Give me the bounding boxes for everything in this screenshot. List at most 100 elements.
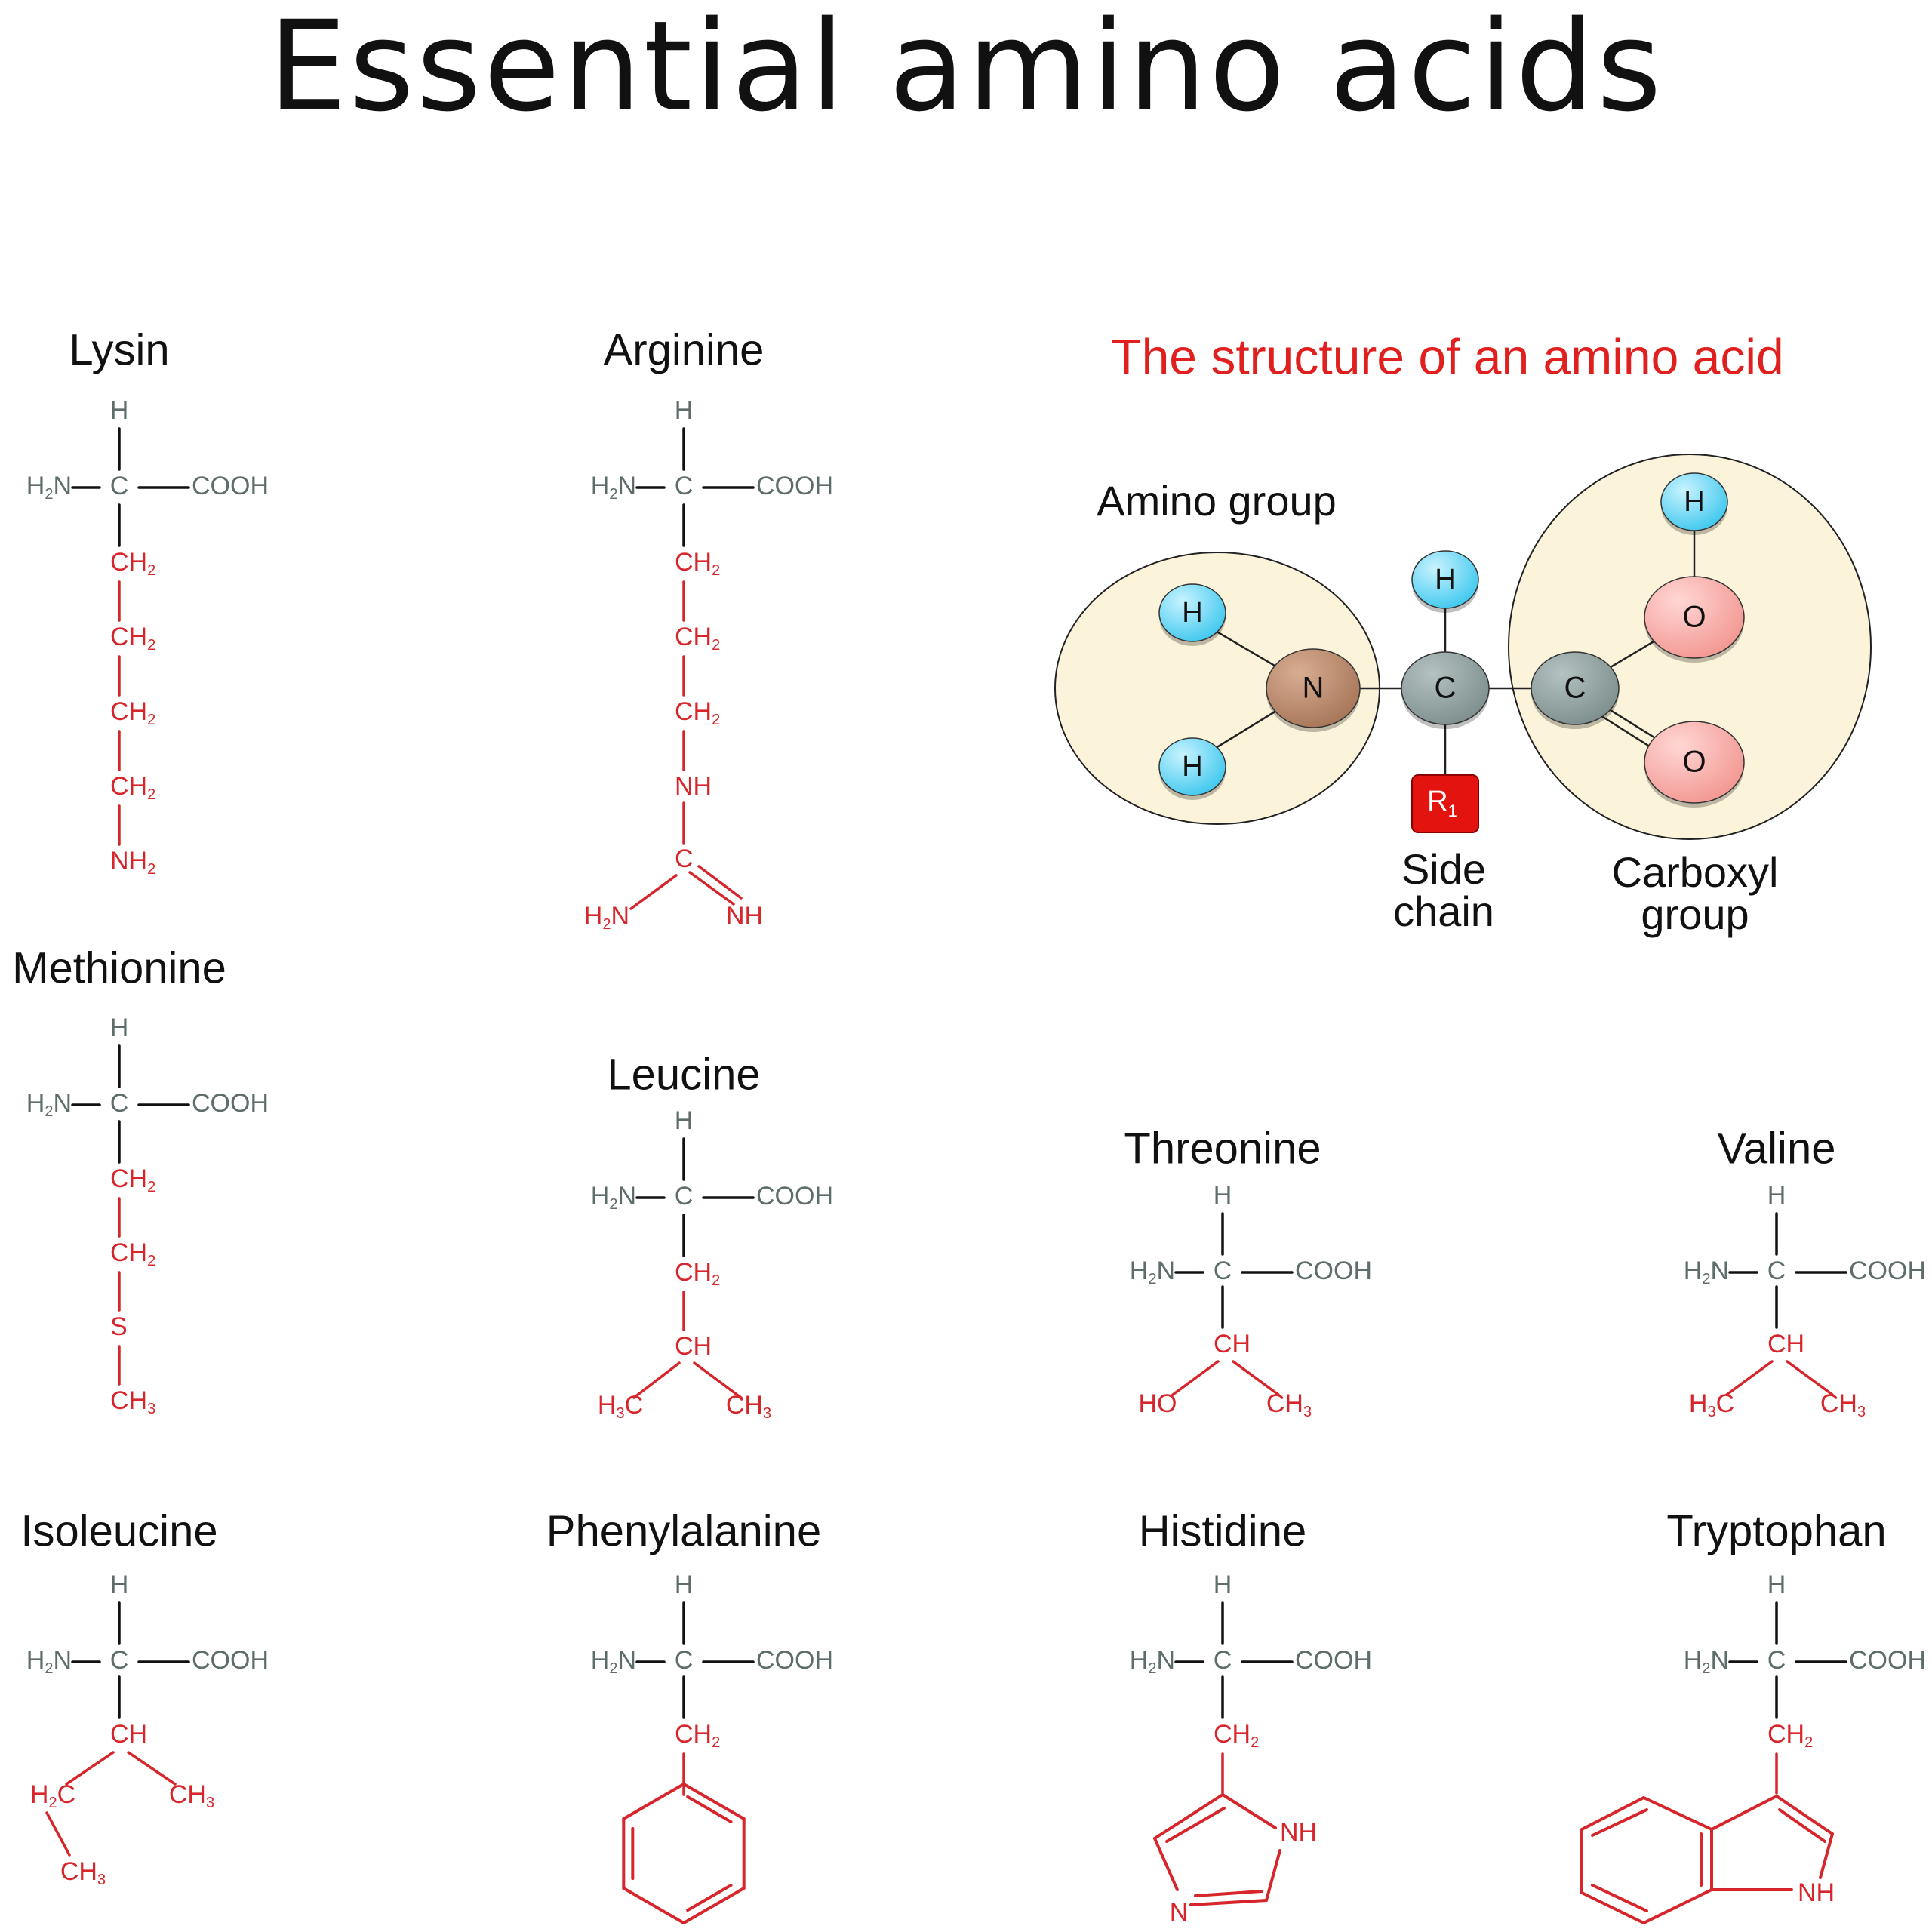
side-chain-label: CH3 [60, 1857, 106, 1888]
hydrogen-atom-label: H [1435, 564, 1455, 595]
amino-label: H2N [1684, 1646, 1729, 1677]
hydrogen-label: H [110, 396, 129, 425]
hydrogen-label: H [1214, 1181, 1232, 1210]
bond-line [629, 874, 678, 910]
hydrogen-atom-label: H [1182, 751, 1202, 783]
side-chain-label: CH2 [1767, 1720, 1813, 1751]
alpha-carbon-label: C [110, 472, 129, 500]
oxygen-atom-label: O [1682, 746, 1706, 779]
bond-line [1171, 1360, 1220, 1396]
page-title: Essential amino acids [268, 0, 1664, 139]
carboxyl-group-caption: group [1641, 891, 1749, 938]
bond-line [693, 1361, 743, 1399]
alpha-carbon-atom [1401, 651, 1490, 725]
carboxyl-carbon-atom [1531, 651, 1620, 725]
bond-line [1265, 1849, 1281, 1902]
side-chain-label: N [1170, 1898, 1189, 1927]
oxygen-atom-label: O [1682, 601, 1706, 634]
side-chain-label: CH2 [110, 1238, 155, 1269]
nitrogen-atom-label: N [1303, 672, 1324, 705]
amino-acid-name: Threonine [1124, 1124, 1321, 1173]
bond-line [682, 1887, 746, 1924]
alpha-carbon-label: C [1767, 1257, 1786, 1285]
side-chain-label: CH2 [110, 1164, 155, 1195]
alpha-carbon-label: C [1214, 1646, 1232, 1675]
hydrogen-atom-label: H [1182, 597, 1202, 629]
r-group-label: R1 [1427, 786, 1457, 820]
side-chain-label: CH [110, 1720, 147, 1749]
alpha-carbon-label: C [1767, 1646, 1786, 1675]
carboxyl-label: COOH [192, 1089, 269, 1118]
amino-acid-name: Valine [1718, 1124, 1836, 1173]
bond-line [1165, 1807, 1226, 1843]
hydrogen-atom [1660, 472, 1728, 531]
bond-line [65, 1751, 115, 1786]
carboxyl-label: COOH [756, 472, 833, 500]
amino-acid-name: Isoleucine [20, 1506, 217, 1555]
bond-line [1153, 1793, 1224, 1840]
hydrogen-label: H [1767, 1571, 1786, 1599]
bond-line [688, 871, 735, 906]
side-chain-label: C [675, 844, 694, 873]
bond-line [1591, 1884, 1648, 1912]
side-chain-caption: chain [1393, 888, 1494, 935]
bond-line [622, 1887, 685, 1924]
side-chain-label: CH3 [1266, 1389, 1312, 1420]
bond-line [1642, 1796, 1713, 1831]
amino-acid-name: Lysin [69, 325, 169, 374]
oxygen-atom [1644, 576, 1745, 659]
bond-line [632, 1361, 681, 1399]
amino-label: H2N [26, 472, 72, 503]
hydrogen-atom [1158, 737, 1226, 796]
bond-line [1642, 1888, 1713, 1924]
bond-line [1153, 1837, 1179, 1891]
hydrogen-label: H [1767, 1181, 1786, 1210]
side-chain-label: NH [1798, 1878, 1835, 1907]
bond-line [1819, 1832, 1834, 1879]
side-chain-label: S [110, 1312, 128, 1341]
bond-line [622, 1783, 685, 1820]
carboxyl-label: COOH [1849, 1646, 1926, 1675]
carboxyl-label: COOH [1849, 1257, 1926, 1285]
bond-line [1778, 1808, 1826, 1843]
amino-label: H2N [1684, 1257, 1729, 1287]
amino-label: H2N [1130, 1257, 1175, 1287]
hydrogen-label: H [110, 1014, 129, 1042]
side-chain-label: H2N [584, 902, 629, 933]
side-chain-label: H3C [1689, 1389, 1734, 1420]
bond-line [1710, 1795, 1778, 1831]
side-chain-label: CH2 [675, 697, 720, 728]
alpha-carbon-label: C [675, 1182, 694, 1211]
bond-line [697, 865, 743, 900]
side-chain-label: NH [726, 902, 763, 931]
bond-line [1725, 1360, 1774, 1396]
amino-acid-name: Histidine [1139, 1506, 1306, 1555]
amino-label: H2N [591, 472, 636, 503]
side-chain-label: CH2 [110, 623, 155, 654]
carboxyl-label: COOH [192, 1646, 269, 1675]
bond-line [1189, 1899, 1268, 1906]
structure-title: The structure of an amino acid [1111, 328, 1783, 384]
hydrogen-label: H [675, 1106, 694, 1135]
alpha-carbon-label: C [110, 1089, 129, 1118]
side-chain-label: NH2 [110, 847, 155, 878]
side-chain-label: CH2 [675, 623, 720, 654]
bond-line [1221, 1793, 1277, 1829]
side-chain-label: CH2 [110, 697, 155, 728]
amino-acid-name: Phenylalanine [546, 1506, 821, 1555]
side-chain-label: CH2 [675, 1720, 720, 1751]
alpha-carbon-label: C [675, 1646, 694, 1675]
carboxyl-group-caption: Carboxyl [1612, 848, 1779, 896]
amino-label: H2N [591, 1182, 636, 1213]
bond-line [1232, 1360, 1280, 1396]
side-chain-label: CH2 [675, 1258, 720, 1289]
alpha-carbon-label: C [110, 1646, 129, 1675]
amino-acid-name: Tryptophan [1666, 1506, 1886, 1555]
